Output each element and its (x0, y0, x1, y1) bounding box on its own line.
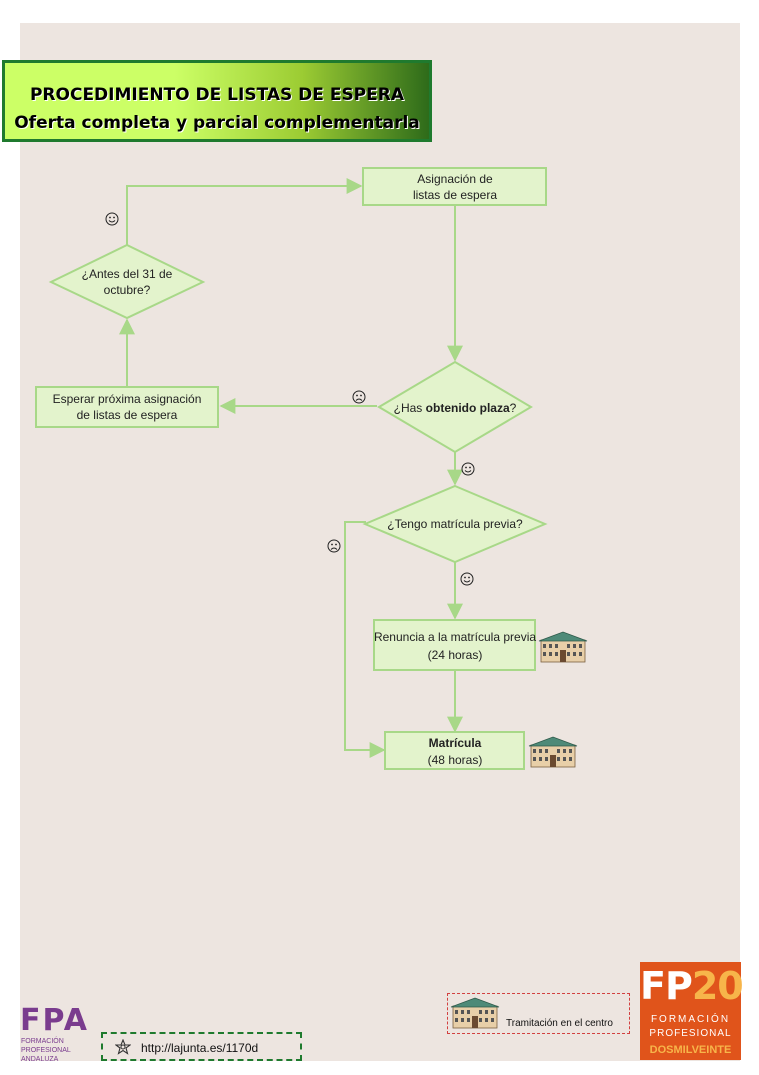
node-antes-31-line2: octubre? (104, 283, 151, 297)
happy-face-icon (461, 462, 475, 476)
fp20-line3: DOSMILVEINTE (649, 1044, 732, 1056)
url-link[interactable]: http://lajunta.es/1170d (141, 1041, 259, 1055)
fpa-logo-mark: FPA (20, 1003, 89, 1038)
fp20-fp: FP (640, 964, 693, 1008)
node-asignacion-line1: Asignación de (417, 172, 493, 186)
node-obtenido-bold: obtenido plaza (426, 401, 510, 415)
node-esperar-line1: Esperar próxima asignación (53, 392, 202, 406)
legend-box: Tramitación en el centro (447, 993, 630, 1034)
fp20-logo-mark: FP20 (640, 964, 744, 1008)
node-esperar: Esperar próxima asignación de listas de … (35, 386, 219, 428)
title-banner: PROCEDIMIENTO DE LISTAS DE ESPERA Oferta… (2, 60, 432, 142)
fpa-logo-sub2: PROFESIONAL (21, 1047, 71, 1054)
legend-label: Tramitación en el centro (506, 1018, 613, 1029)
node-matricula: Matrícula (48 horas) (384, 731, 525, 770)
node-asignacion: Asignación de listas de espera (362, 167, 547, 206)
node-asignacion-line2: listas de espera (413, 188, 497, 202)
fpa-logo-sub3: ANDALUZA (21, 1056, 59, 1063)
node-renuncia-line1: Renuncia a la matrícula previa (374, 630, 536, 644)
node-renuncia: Renuncia a la matrícula previa (24 horas… (373, 619, 536, 671)
node-matricula-line1: Matrícula (429, 736, 482, 750)
happy-face-icon (105, 212, 119, 226)
node-matricula-line2: (48 horas) (428, 753, 483, 767)
node-renuncia-line2: (24 horas) (428, 648, 483, 662)
page-title: PROCEDIMIENTO DE LISTAS DE ESPERA (29, 85, 405, 105)
arrow-antes-to-asignacion (126, 178, 363, 245)
building-icon (528, 736, 578, 768)
node-tengo-matricula: ¿Tengo matrícula previa? (362, 484, 548, 564)
fpa-logo: FPA FORMACIÓN PROFESIONAL ANDALUZA (20, 1003, 100, 1065)
node-obtenido: ¿Has obtenido plaza? (377, 360, 533, 454)
fpa-logo-sub1: FORMACIÓN (21, 1038, 64, 1045)
fp20-logo: FP20 FORMACIÓN PROFESIONAL DOSMILVEINTE (640, 962, 744, 1060)
arrow-tengo-to-matricula (344, 521, 386, 758)
node-obtenido-prefix: ¿Has (394, 401, 426, 415)
building-icon (538, 631, 588, 663)
node-esperar-line2: de listas de espera (77, 408, 178, 422)
node-antes-31-line1: ¿Antes del 31 de (82, 267, 173, 281)
node-antes-31: ¿Antes del 31 de octubre? (48, 243, 206, 320)
node-obtenido-suffix: ? (510, 401, 517, 415)
fp20-line2: PROFESIONAL (649, 1028, 732, 1039)
happy-face-icon (460, 572, 474, 586)
node-obtenido-text: ¿Has obtenido plaza? (394, 401, 517, 415)
node-tengo-matricula-line1: ¿Tengo matrícula previa? (387, 517, 523, 531)
url-link-box[interactable]: http://lajunta.es/1170d (101, 1032, 302, 1061)
web-icon (115, 1039, 131, 1055)
sad-face-icon (327, 539, 341, 553)
sad-face-icon (352, 390, 366, 404)
fp20-line1: FORMACIÓN (650, 1014, 731, 1025)
fp20-num: 20 (691, 964, 744, 1008)
page-subtitle: Oferta completa y parcial complementarla (14, 113, 420, 133)
